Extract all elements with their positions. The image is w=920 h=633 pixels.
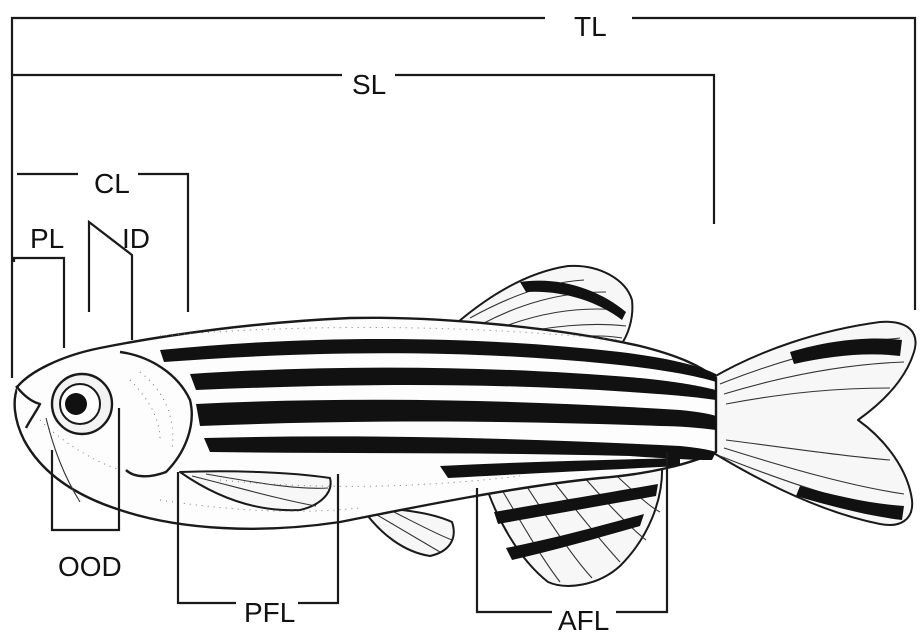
tl-bracket-right [632,18,915,310]
label-id: ID [122,223,150,254]
label-sl: SL [352,69,386,100]
zebrafish-illustration [15,266,916,586]
sl-bracket-right [395,75,714,224]
label-afl: AFL [558,605,609,633]
label-pl: PL [30,223,64,254]
label-cl: CL [94,168,130,199]
label-pfl: PFL [244,597,295,628]
eye-pupil [65,393,87,415]
measurement-brackets [12,18,915,612]
pl-bracket [14,258,64,348]
label-ood: OOD [58,551,122,582]
label-tl: TL [574,11,607,42]
